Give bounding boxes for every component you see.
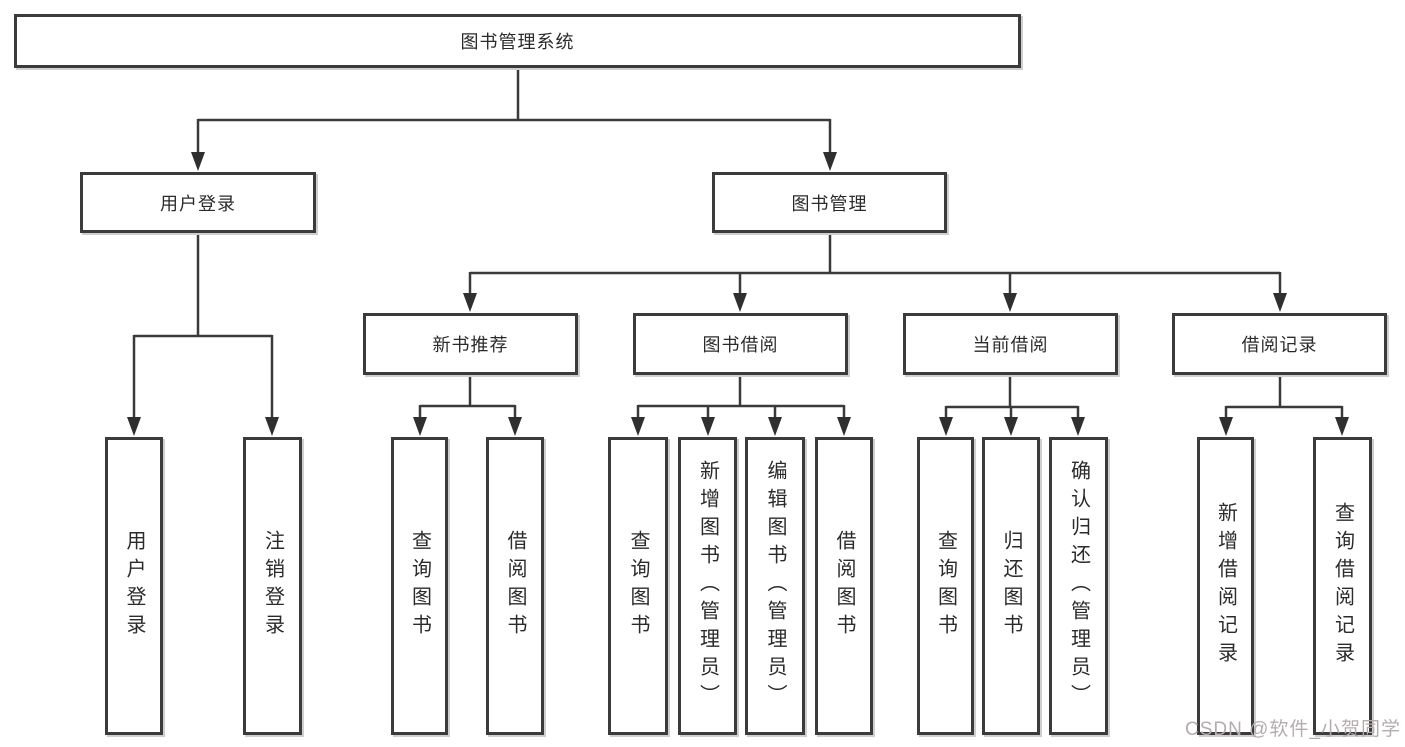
leaf-cur-confirm-return-admin: 确认归还（管理员） (1049, 437, 1108, 735)
node-book-mgmt: 图书管理 (712, 172, 947, 233)
leaf-user-login: 用户登录 (105, 437, 163, 735)
leaf-bor-borrow-book: 借阅图书 (815, 437, 873, 735)
node-user-login-label: 用户登录 (160, 193, 236, 214)
leaf-bor-query-book: 查询图书 (608, 437, 668, 735)
leaf-rec-borrow-book-label: 借阅图书 (504, 530, 526, 642)
leaf-bor-edit-book-admin-label: 编辑图书（管理员） (764, 460, 786, 712)
leaf-bor-add-book-admin-label: 新增图书（管理员） (696, 460, 719, 712)
leaf-bor-edit-book-admin: 编辑图书（管理员） (745, 437, 805, 735)
node-borrow-record-label: 借阅记录 (1241, 335, 1318, 355)
node-user-login: 用户登录 (80, 172, 316, 233)
node-book-mgmt-label: 图书管理 (791, 193, 868, 214)
node-new-book-rec-label: 新书推荐 (432, 335, 509, 355)
arrowheads (127, 152, 1349, 436)
leaf-cur-query-book: 查询图书 (917, 437, 974, 735)
leaf-logout-label: 注销登录 (261, 530, 284, 642)
leaf-cur-return-book: 归还图书 (982, 437, 1040, 735)
leaf-user-login-label: 用户登录 (123, 530, 145, 642)
node-root: 图书管理系统 (14, 14, 1021, 68)
leaf-bor-borrow-book-label: 借阅图书 (833, 530, 855, 642)
leaf-hist-query-record-label: 查询借阅记录 (1331, 502, 1354, 670)
node-borrow-record: 借阅记录 (1172, 313, 1387, 375)
node-current-borrow: 当前借阅 (903, 313, 1118, 375)
leaf-hist-query-record: 查询借阅记录 (1313, 437, 1372, 735)
leaf-hist-add-record: 新增借阅记录 (1197, 437, 1254, 735)
leaf-logout: 注销登录 (243, 437, 302, 735)
leaf-rec-borrow-book: 借阅图书 (486, 437, 544, 735)
leaf-bor-add-book-admin: 新增图书（管理员） (678, 437, 737, 735)
node-book-borrow: 图书借阅 (633, 313, 848, 375)
node-book-borrow-label: 图书借阅 (702, 335, 779, 355)
leaf-cur-query-book-label: 查询图书 (934, 530, 957, 642)
leaf-bor-query-book-label: 查询图书 (627, 530, 649, 642)
watermark-text: CSDN @软件_小贺同学 (1185, 719, 1401, 740)
leaf-hist-add-record-label: 新增借阅记录 (1214, 502, 1237, 670)
leaf-cur-confirm-return-admin-label: 确认归还（管理员） (1067, 460, 1090, 712)
leaf-rec-query-book: 查询图书 (391, 437, 448, 735)
node-new-book-rec: 新书推荐 (363, 313, 578, 375)
node-current-borrow-label: 当前借阅 (972, 335, 1049, 355)
leaf-cur-return-book-label: 归还图书 (1000, 530, 1022, 642)
node-root-label: 图书管理系统 (460, 32, 575, 52)
leaf-rec-query-book-label: 查询图书 (408, 530, 431, 642)
